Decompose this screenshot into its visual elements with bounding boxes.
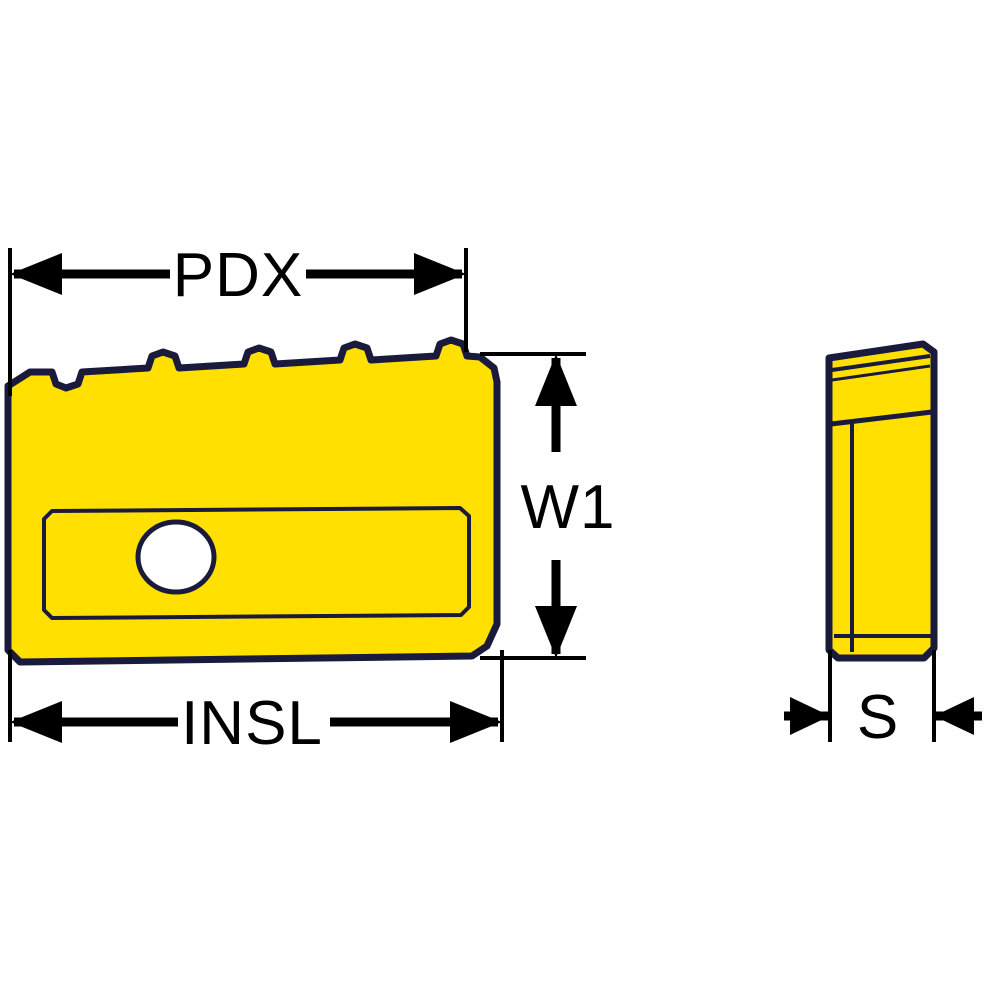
pdx-dimension: PDX	[8, 241, 468, 396]
insl-label: INSL	[181, 689, 323, 758]
front-view-insert	[4, 336, 501, 666]
side-view-edge-band	[830, 409, 933, 427]
insl-arrow-left	[10, 701, 62, 743]
insert-inner-panel	[42, 506, 471, 620]
s-label: S	[857, 683, 899, 752]
s-dimension: S	[784, 650, 982, 752]
insl-arrow-right	[450, 701, 502, 743]
pdx-arrow-right	[414, 253, 466, 295]
pdx-label: PDX	[173, 241, 303, 310]
w1-arrow-bottom	[535, 606, 577, 658]
pdx-arrow-left	[10, 253, 62, 295]
s-arrow-left	[790, 697, 830, 735]
side-view-top-line-2	[831, 364, 931, 382]
mounting-hole	[135, 519, 217, 595]
w1-dimension: W1	[480, 352, 616, 660]
w1-label: W1	[521, 473, 616, 542]
side-view-top-line-1	[831, 354, 931, 372]
w1-arrow-top	[535, 354, 577, 406]
side-view-insert	[825, 340, 938, 662]
s-arrow-right	[934, 697, 974, 735]
side-view-body	[825, 340, 938, 662]
insl-dimension: INSL	[8, 650, 504, 758]
